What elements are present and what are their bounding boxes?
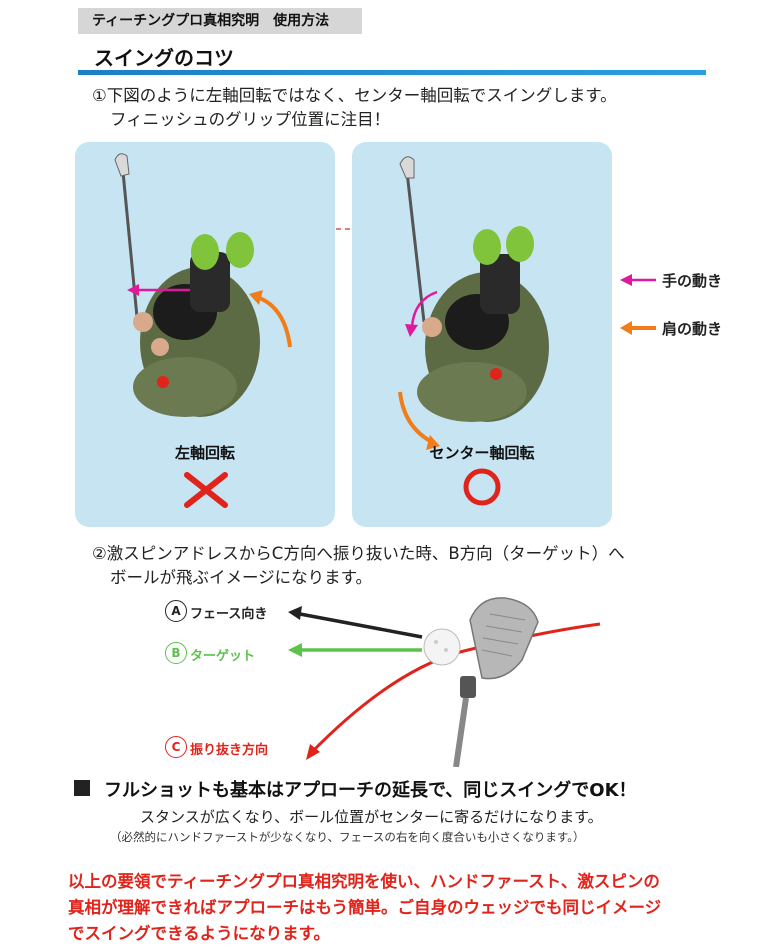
section-title: スイングのコツ	[94, 46, 234, 70]
direction-diagram	[288, 597, 601, 767]
summary-line3: でスイングできるようになります。	[68, 924, 331, 943]
direction-b-label: ターゲット	[190, 649, 256, 664]
direction-c-label: 振り抜き方向	[190, 743, 269, 758]
legend-hand-label: 手の動き	[662, 272, 723, 290]
panel-left-axis	[75, 142, 335, 527]
fullshot-body: スタンスが広くなり、ボール位置がセンターに寄るだけになります。	[140, 808, 603, 826]
step1-line2: フィニッシュのグリップ位置に注目！	[110, 110, 391, 129]
summary-line1: 以上の要領でティーチングプロ真相究明を使い、ハンドファースト、激スピンの	[68, 872, 660, 891]
direction-a-label: フェース向き	[190, 607, 268, 622]
step1-line1: ①下図のように左軸回転ではなく、センター軸回転でスイングします。	[92, 86, 617, 105]
shoulder-motion-arrow-icon	[620, 321, 656, 335]
caption-center-axis: センター軸回転	[429, 444, 535, 462]
panel-center-axis	[352, 142, 612, 527]
square-bullet-icon	[74, 780, 90, 796]
direction-b-badge: B	[165, 642, 187, 664]
direction-c-badge: C	[165, 736, 187, 758]
golfer-left-illustration	[114, 153, 292, 508]
direction-a-badge: A	[165, 600, 187, 622]
summary-line2: 真相が理解できればアプローチはもう簡単。ご自身のウェッジでも同じイメージ	[68, 898, 662, 917]
step2-line1: ②激スピンアドレスからC方向へ振り抜いた時、B方向（ターゲット）へ	[92, 544, 625, 563]
caption-left-axis: 左軸回転	[174, 444, 235, 462]
legend-shoulder-label: 肩の動き	[662, 320, 723, 338]
hand-motion-arrow-icon	[620, 274, 656, 286]
fullshot-heading: フルショットも基本はアプローチの延長で、同じスイングでOK！	[104, 780, 637, 801]
step2-line2: ボールが飛ぶイメージになります。	[110, 568, 373, 587]
fullshot-note: （必然的にハンドファーストが少なくなり、フェースの右を向く度合いも小さくなります…	[110, 830, 585, 844]
header-tab: ティーチングプロ真相究明 使用方法	[78, 8, 362, 34]
title-underline	[78, 70, 706, 75]
golfer-center-illustration	[398, 156, 549, 506]
